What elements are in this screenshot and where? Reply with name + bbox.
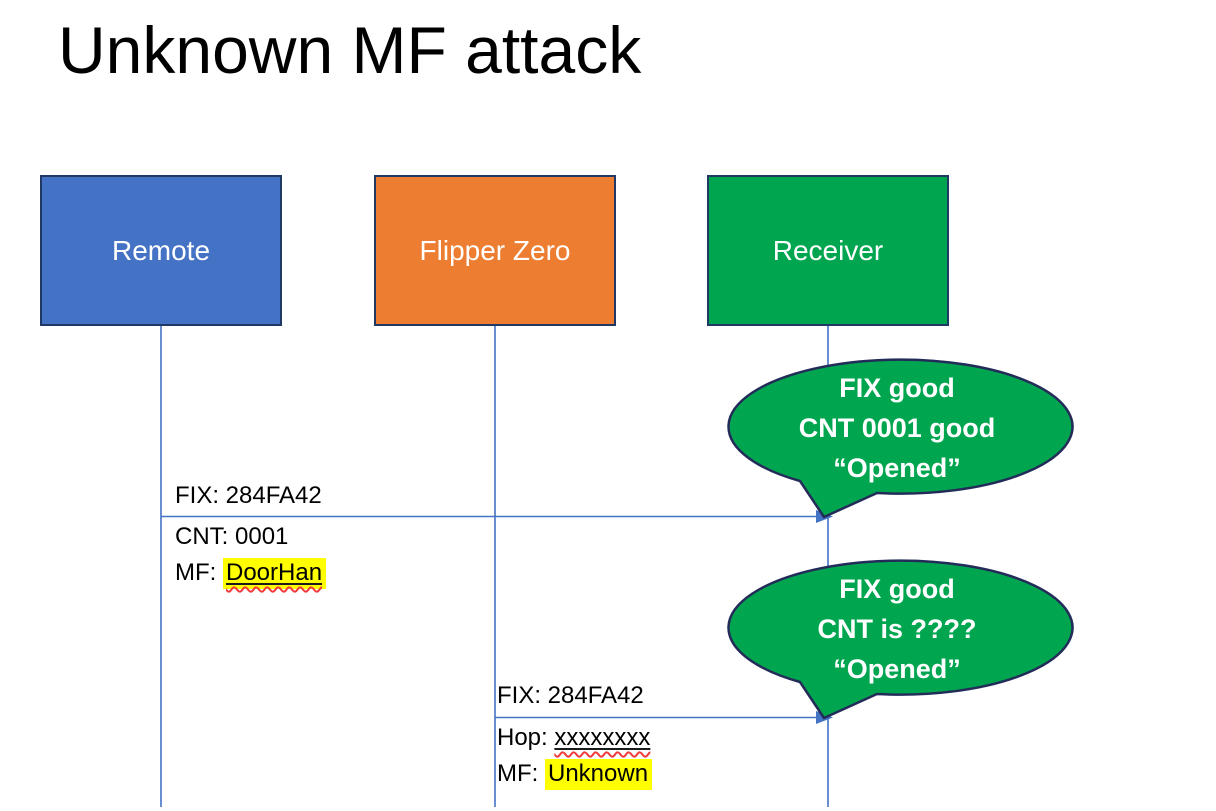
message-1-label-fix: FIX: 284FA42 (175, 482, 322, 509)
message-2-label-mf: MF: Unknown (497, 756, 653, 792)
bubble-1-line-1: FIX good (839, 373, 955, 403)
message-1-label-below: CNT: 0001 MF: DoorHan (175, 519, 327, 591)
message-2-label-below: Hop: xxxxxxxx MF: Unknown (497, 720, 653, 792)
highlighted-unknown: Unknown (545, 759, 653, 790)
speech-bubble-1-text: FIX good CNT 0001 good “Opened” (725, 368, 1069, 488)
message-1-label-mf: MF: DoorHan (175, 555, 327, 591)
actor-box-flipper-zero: Flipper Zero (374, 175, 616, 326)
bubble-2-line-1: FIX good (839, 574, 955, 604)
underlined-hop-value: xxxxxxxx (554, 724, 651, 751)
slide-title: Unknown MF attack (58, 13, 642, 87)
message-2-label-fix: FIX: 284FA42 (497, 682, 644, 709)
bubble-1-line-3: “Opened” (833, 453, 961, 483)
receiver-speech-bubble-2 (727, 559, 1074, 720)
receiver-speech-bubble-1 (727, 358, 1074, 519)
actor-box-receiver: Receiver (707, 175, 949, 326)
actor-label-receiver: Receiver (772, 234, 884, 266)
message-1-label-cnt: CNT: 0001 (175, 523, 289, 550)
bubble-2-line-2: CNT is ???? (817, 614, 977, 644)
speech-bubble-2-text: FIX good CNT is ???? “Opened” (725, 569, 1069, 689)
message-2-label-hop: Hop: xxxxxxxx (497, 724, 651, 751)
highlighted-doorhan: DoorHan (223, 558, 327, 589)
actor-label-flipper-zero: Flipper Zero (419, 234, 571, 266)
actor-label-remote: Remote (111, 234, 211, 266)
actor-box-remote: Remote (40, 175, 282, 326)
bubble-1-line-2: CNT 0001 good (798, 413, 996, 443)
bubble-2-line-3: “Opened” (833, 654, 961, 684)
